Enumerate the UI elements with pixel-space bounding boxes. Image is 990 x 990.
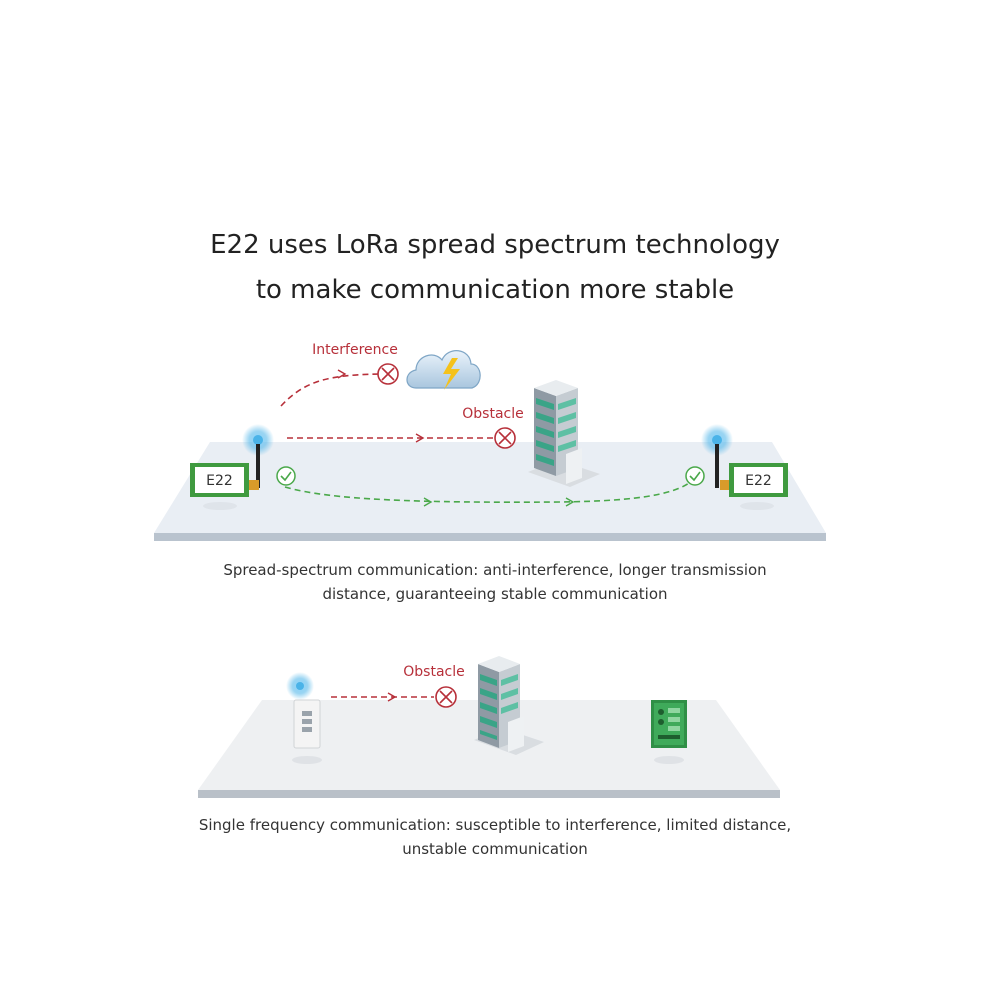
diagram-title-line-1: E22 uses LoRa spread spectrum technology — [210, 230, 780, 260]
arrow-right-icon — [565, 497, 575, 507]
bottom-caption: Single frequency communication: suscepti… — [0, 813, 990, 861]
e22-label-right: E22 — [745, 473, 772, 489]
obstacle-label: Obstacle — [462, 406, 523, 422]
remote-transmitter-icon — [286, 672, 321, 749]
bottom-caption-line-2: unstable communication — [402, 840, 588, 858]
receiver-board-icon — [651, 700, 687, 748]
module-shadow — [203, 502, 237, 510]
arrow-right-icon — [423, 497, 433, 507]
success-path — [284, 477, 696, 503]
receiver-shadow — [654, 756, 684, 764]
module-shadow — [740, 502, 774, 510]
top-caption-line-2: distance, guaranteeing stable communicat… — [322, 585, 668, 603]
building-obstacle-icon — [528, 380, 600, 487]
storm-cloud-icon — [406, 350, 481, 390]
e22-module-left — [190, 424, 274, 497]
building-obstacle-icon — [474, 656, 544, 755]
bottom-caption-line-1: Single frequency communication: suscepti… — [198, 816, 792, 834]
remote-shadow — [292, 756, 322, 764]
antenna-icon — [715, 444, 719, 488]
blocked-x-icon — [494, 427, 516, 449]
blocked-x-icon — [377, 363, 399, 385]
check-icon — [276, 466, 296, 486]
obstacle-label-bottom: Obstacle — [403, 664, 464, 680]
top-caption-line-1: Spread-spectrum communication: anti-inte… — [223, 561, 767, 579]
top-caption: Spread-spectrum communication: anti-inte… — [0, 558, 990, 606]
arrow-right-icon — [337, 369, 347, 379]
e22-label-left: E22 — [206, 473, 233, 489]
e22-module-right — [701, 424, 788, 497]
interference-label: Interference — [312, 342, 398, 358]
arrow-right-icon — [387, 692, 397, 702]
arrow-right-icon — [415, 433, 425, 443]
top-platform — [154, 442, 826, 541]
check-icon — [685, 466, 705, 486]
antenna-icon — [256, 444, 260, 488]
interference-path — [280, 373, 381, 407]
blocked-x-icon — [435, 686, 457, 708]
diagram-title-line-2: to make communication more stable — [255, 275, 735, 305]
